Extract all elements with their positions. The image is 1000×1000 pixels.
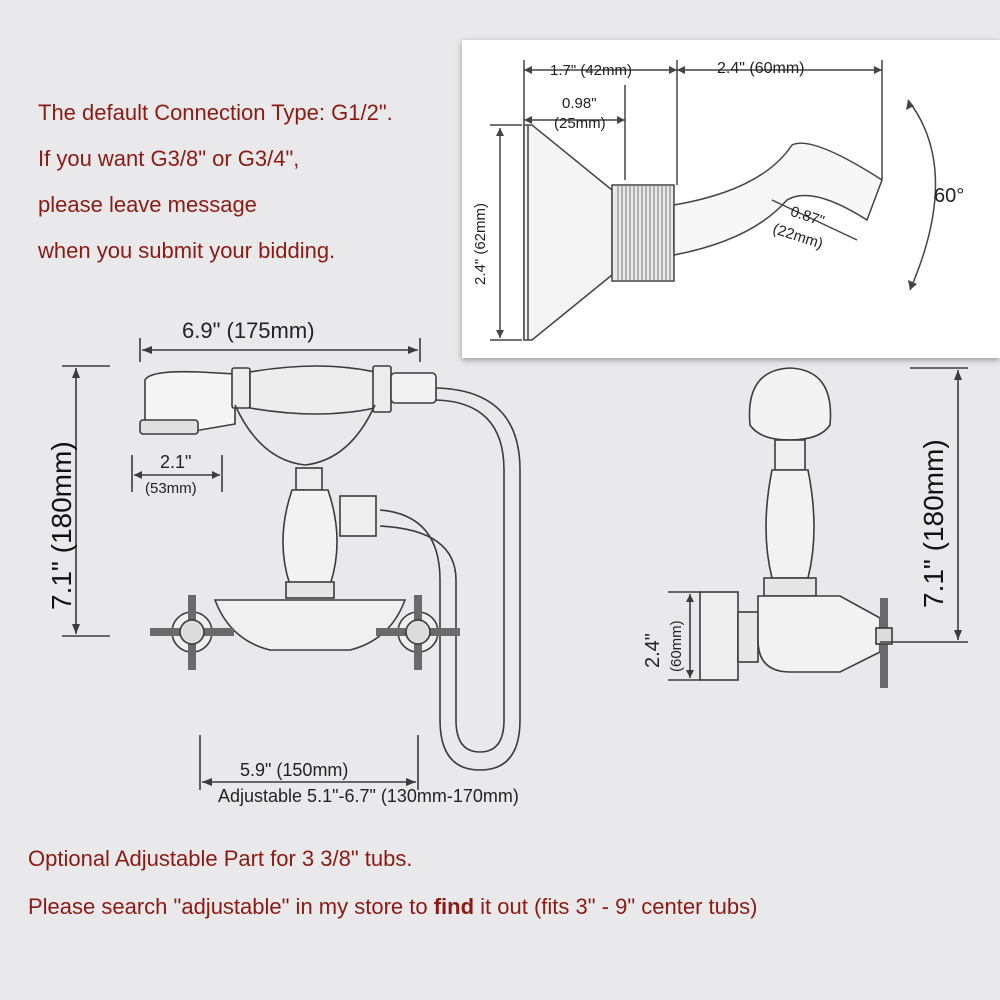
note-optional-part: Optional Adjustable Part for 3 3/8" tubs… xyxy=(28,846,413,871)
note-find-word: find xyxy=(433,894,475,919)
flange-height-in: 2.4" xyxy=(642,633,664,668)
side-height-label: 7.1" (180mm) xyxy=(918,439,949,608)
inset-dim-inner-in: 0.98" xyxy=(562,95,597,112)
inset-dim-inner-mm: (25mm) xyxy=(554,115,606,132)
inset-dim-top-left: 1.7" (42mm) xyxy=(550,62,633,79)
note-search-text: Please search "adjustable" in my store t… xyxy=(28,894,434,919)
note-connection-type: The default Connection Type: G1/2". xyxy=(38,100,393,125)
flange-height-mm: (60mm) xyxy=(668,620,685,672)
note-search-adjustable: Please search "adjustable" in my store t… xyxy=(28,894,757,920)
center-distance-label: 5.9" (150mm) xyxy=(240,760,349,780)
front-width-label: 6.9" (175mm) xyxy=(182,318,315,343)
note-bidding: when you submit your bidding. xyxy=(38,238,336,263)
inset-dim-top-right: 2.4" (60mm) xyxy=(717,60,805,77)
holder-drawing xyxy=(490,60,937,341)
adjustable-range-label: Adjustable 5.1"-6.7" (130mm-170mm) xyxy=(218,786,519,806)
inset-dim-height: 2.4" (62mm) xyxy=(472,202,489,285)
inset-angle-label: 60° xyxy=(934,185,965,207)
note-leave-message: please leave message xyxy=(38,192,257,217)
front-height-label: 7.1" (180mm) xyxy=(46,441,77,610)
note-fit-text: it out (fits 3" - 9" center tubs) xyxy=(474,894,758,919)
handset-width-in: 2.1" xyxy=(160,452,192,472)
note-alt-types: If you want G3/8" or G3/4", xyxy=(38,146,300,171)
holder-detail-inset: 1.7" (42mm) 2.4" (60mm) 0.98" (25mm) 2.4… xyxy=(462,40,1000,358)
handset-width-mm: (53mm) xyxy=(145,480,197,497)
